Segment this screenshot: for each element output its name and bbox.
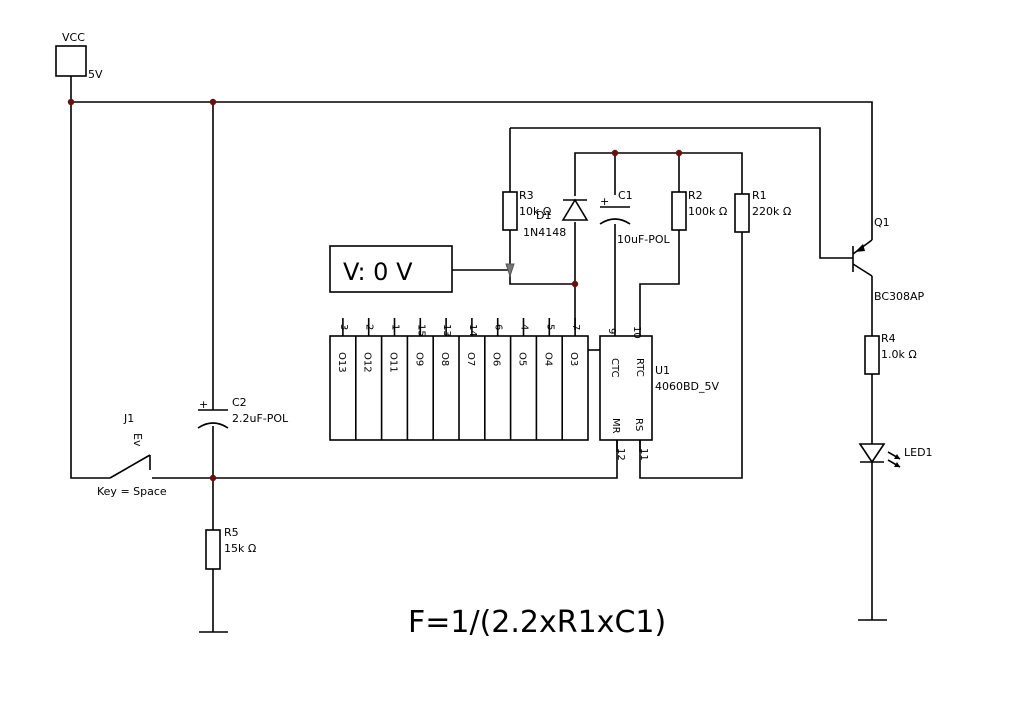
u1-value: 4060BD_5V [655, 380, 720, 393]
wires [70, 101, 873, 632]
junction-dot [611, 149, 619, 157]
ic-pin-number: 5 [544, 324, 555, 330]
ic-pin-rs-label: RS [633, 418, 644, 431]
ic-output-label: O4 [542, 352, 553, 366]
r2-value: 100k Ω [688, 205, 727, 218]
ic-output-label: O13 [336, 352, 347, 373]
ic-pin-ctc-number: 9 [606, 328, 617, 334]
ic-output-label: O12 [362, 352, 373, 373]
r1-value: 220k Ω [752, 205, 791, 218]
c2-value: 2.2uF-POL [232, 412, 289, 425]
ic-pin-number: 4 [519, 324, 530, 330]
r5-value: 15k Ω [224, 542, 256, 555]
vcc-source[interactable]: VCC 5V [55, 31, 103, 102]
resistor-r5[interactable]: R5 15k Ω [205, 526, 256, 570]
ic-output-label: O7 [465, 352, 476, 366]
vcc-label: VCC [62, 31, 85, 44]
r4-value: 1.0k Ω [881, 348, 917, 361]
capacitor-c2[interactable]: + C2 2.2uF-POL [197, 396, 289, 429]
led1-ref: LED1 [904, 446, 933, 459]
resistor-r3[interactable]: R3 10k Ω [502, 189, 551, 231]
resistor-r1[interactable]: R1 220k Ω [734, 189, 791, 233]
r2-ref: R2 [688, 189, 703, 202]
transistor-q1[interactable]: Q1 BC308AP [852, 216, 925, 303]
ic-pin-number: 6 [493, 324, 504, 330]
c1-plus: + [600, 195, 609, 208]
led-led1[interactable]: LED1 [858, 443, 933, 468]
voltmeter[interactable]: V: 0 V [329, 245, 453, 293]
r4-ref: R4 [881, 332, 896, 345]
d1-value: 1N4148 [523, 226, 566, 239]
ic-output-label: O8 [439, 352, 450, 366]
c1-ref: C1 [618, 189, 633, 202]
switch-j1[interactable]: J1 Key = Space Ev [97, 412, 167, 498]
junction-dot [675, 149, 683, 157]
junction-dot [209, 98, 217, 106]
u1-ref: U1 [655, 364, 670, 377]
ic-output-label: O11 [388, 352, 399, 373]
ic-pin-number: 1 [390, 324, 401, 330]
junctions [67, 98, 683, 482]
c2-plus: + [199, 398, 208, 411]
ic-output-label: O6 [491, 352, 502, 366]
d1-ref: D1 [536, 209, 551, 222]
q1-ref: Q1 [874, 216, 890, 229]
c1-value: 10uF-POL [617, 233, 671, 246]
vcc-value: 5V [88, 68, 103, 81]
ic-pin-rs-number: 11 [638, 448, 649, 461]
r3-value: 10k Ω [519, 205, 551, 218]
ic-pin-number: 7 [570, 324, 581, 330]
r3-ref: R3 [519, 189, 534, 202]
ic-pin-rtc-number: 10 [631, 326, 642, 339]
ic-pin-number: 14 [467, 324, 478, 337]
ic-pin-number: 13 [441, 324, 452, 337]
ic-output-label: O3 [568, 352, 579, 366]
ic-pin-number: 2 [364, 324, 375, 330]
capacitor-c1[interactable]: + C1 10uF-POL [599, 189, 671, 246]
c2-ref: C2 [232, 396, 247, 409]
junction-dot [571, 280, 579, 288]
j1-ref: J1 [123, 412, 134, 425]
frequency-formula: F=1/(2.2xR1xC1) [408, 605, 666, 640]
j1-key: Key = Space [97, 485, 167, 498]
resistor-r4[interactable]: R4 1.0k Ω [864, 332, 917, 375]
ic-pin-rtc-label: RTC [634, 358, 645, 377]
q1-value: BC308AP [874, 290, 925, 303]
ic-pin-mr-label: MR [610, 418, 621, 434]
ic-pin-ctc-label: CTC [609, 358, 620, 378]
junction-dot [209, 474, 217, 482]
ic-pin-number: 3 [338, 324, 349, 330]
resistor-r2[interactable]: R2 100k Ω [671, 189, 727, 231]
ic-pin-number: 15 [415, 324, 426, 337]
ic-output-label: O9 [413, 352, 424, 366]
junction-dot [67, 98, 75, 106]
r5-ref: R5 [224, 526, 239, 539]
ic-output-label: O5 [517, 352, 528, 366]
j1-glyph: Ev [131, 433, 144, 447]
r1-ref: R1 [752, 189, 767, 202]
ic-pin-mr-number: 12 [615, 448, 626, 461]
diode-d1[interactable]: D1 1N4148 [523, 198, 589, 239]
voltmeter-reading: V: 0 V [343, 258, 413, 286]
